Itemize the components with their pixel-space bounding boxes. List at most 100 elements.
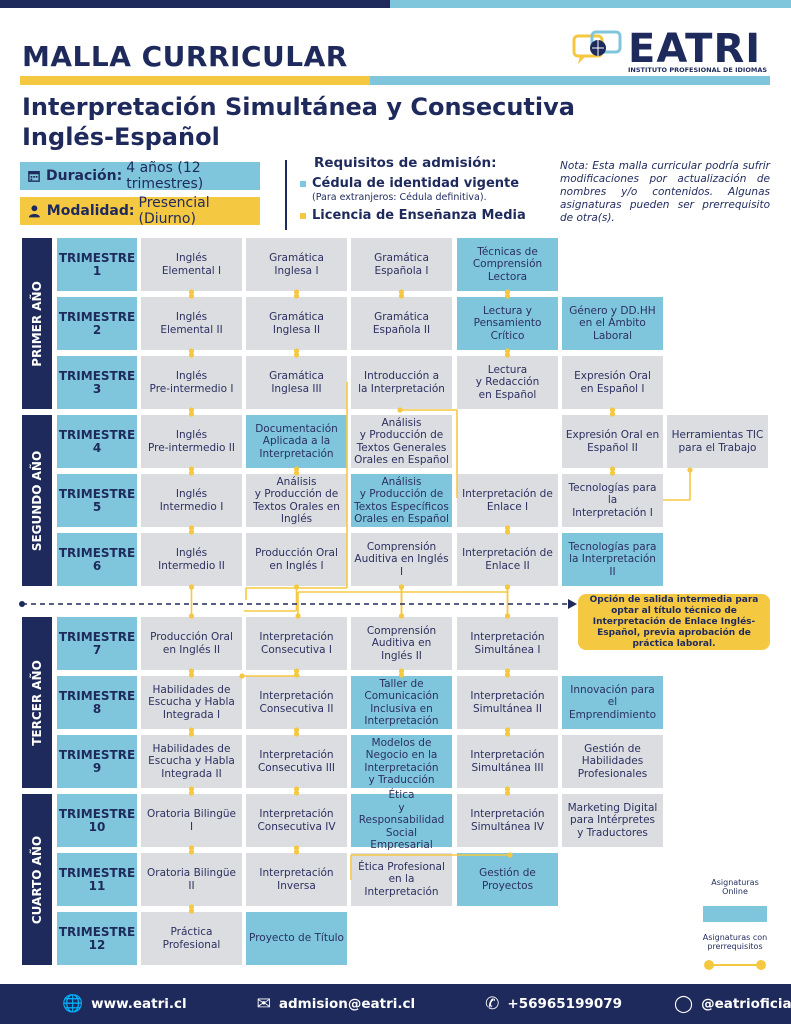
prerequisite-dot xyxy=(504,529,511,535)
course-cell: Tecnologías para la Interpretación II xyxy=(562,533,663,586)
page-title: MALLA CURRICULAR xyxy=(22,40,348,73)
year-label: CUARTO AÑO xyxy=(22,794,52,965)
prerequisite-dot xyxy=(188,466,195,472)
course-cell: Oratoria Bilingüe I xyxy=(141,794,242,847)
course-cell: Interpretación Simultánea III xyxy=(457,735,558,788)
course-cell: Gestión de Habilidades Profesionales xyxy=(562,735,663,788)
course-cell: Herramientas TIC para el Trabajo xyxy=(667,415,768,468)
course-cell: Inglés Pre-intermedio I xyxy=(141,356,242,409)
course-cell: Modelos de Negocio en la Interpretación … xyxy=(351,735,452,788)
trimester-number: 3 xyxy=(92,381,102,396)
prerequisite-dot xyxy=(293,293,300,299)
footer-social-text: @eatrioficial xyxy=(701,996,791,1012)
year-label: PRIMER AÑO xyxy=(22,238,52,409)
prerequisite-dot xyxy=(507,852,513,858)
course-cell: Producción Oral en Inglés I xyxy=(246,533,347,586)
trimester-number: 6 xyxy=(92,558,102,573)
course-cell: Oratoria Bilingüe II xyxy=(141,853,242,906)
course-cell: Habilidades de Escucha y Habla Integrada… xyxy=(141,676,242,729)
year-label: SEGUNDO AÑO xyxy=(22,415,52,586)
course-cell: Inglés Pre-intermedio II xyxy=(141,415,242,468)
modality-badge: Modalidad: Presencial (Diurno) xyxy=(20,195,260,227)
footer-phone-text: +56965199079 xyxy=(507,996,623,1012)
footer-email[interactable]: ✉admision@eatri.cl xyxy=(257,994,416,1014)
course-cell: Producción Oral en Inglés II xyxy=(141,617,242,670)
trimester-word: TRIMESTRE xyxy=(58,807,136,821)
prerequisite-dot xyxy=(397,407,403,413)
footer-web[interactable]: 🌐www.eatri.cl xyxy=(62,994,187,1014)
program-title-line2: Inglés-Español xyxy=(22,123,220,151)
year-label: TERCER AÑO xyxy=(22,617,52,788)
prerequisite-dot xyxy=(398,613,405,619)
course-cell: Expresión Oral en Español II xyxy=(562,415,663,468)
requirement-item-1: Cédula de identidad vigente xyxy=(300,176,540,191)
prerequisite-dot xyxy=(293,845,300,851)
prerequisite-dot xyxy=(188,348,195,354)
legend-prereq-label: Asignaturas con prerrequisitos xyxy=(702,933,768,951)
prerequisite-dot xyxy=(504,668,511,674)
modality-value: Presencial (Diurno) xyxy=(138,195,210,227)
prerequisite-dot xyxy=(398,668,405,674)
course-cell: Introducción a la Interpretación xyxy=(351,356,452,409)
prerequisite-dot xyxy=(398,584,405,590)
envelope-icon: ✉ xyxy=(256,994,271,1014)
prerequisite-dot xyxy=(188,849,195,855)
prerequisite-dot xyxy=(188,584,195,590)
course-cell: Proyecto de Título xyxy=(246,912,347,965)
line-start-dot xyxy=(19,601,25,607)
logo-wordmark: EATRI xyxy=(628,26,762,72)
trimester-word: TRIMESTRE xyxy=(58,630,136,644)
title-underline-yellow xyxy=(20,76,370,85)
prerequisite-dot xyxy=(504,731,511,737)
course-cell: Análisis y Producción de Textos Orales e… xyxy=(246,474,347,527)
requirement-item-2: Licencia de Enseñanza Media xyxy=(300,208,540,223)
prerequisite-dot xyxy=(188,786,195,792)
prerequisite-dot xyxy=(504,525,511,531)
course-cell: Género y DD.HH en el Ámbito Laboral xyxy=(562,297,663,350)
course-cell: Práctica Profesional xyxy=(141,912,242,965)
course-cell: Tecnologías para la Interpretación I xyxy=(562,474,663,527)
logo-subtitle: INSTITUTO PROFESIONAL DE IDIOMAS xyxy=(628,66,768,74)
trimester-number: 2 xyxy=(92,322,102,337)
trimester-word: TRIMESTRE xyxy=(58,310,136,324)
prerequisite-dot xyxy=(504,348,511,354)
course-cell: Interpretación Simultánea IV xyxy=(457,794,558,847)
course-cell: Gramática Inglesa II xyxy=(246,297,347,350)
course-cell: Lectura y Redacción en Español xyxy=(457,356,558,409)
footer-phone[interactable]: ✆+56965199079 xyxy=(485,994,622,1014)
course-cell: Análisis y Producción de Textos Generale… xyxy=(351,415,452,468)
speech-bubbles-icon xyxy=(572,30,622,64)
course-cell: Interpretación Simultánea I xyxy=(457,617,558,670)
course-cell: Técnicas de Comprensión Lectora xyxy=(457,238,558,291)
trimester-number: 7 xyxy=(92,642,102,657)
prerequisite-dot xyxy=(188,613,195,619)
course-cell: Inglés Elemental I xyxy=(141,238,242,291)
title-underline-blue xyxy=(370,76,770,85)
prerequisite-dot xyxy=(293,352,300,358)
requirement-item-1-text: Cédula de identidad vigente xyxy=(312,176,520,191)
prerequisite-dot xyxy=(293,731,300,737)
trimester-word: TRIMESTRE xyxy=(58,251,136,265)
bullet-square-icon xyxy=(300,180,306,187)
course-cell: Interpretación Inversa xyxy=(246,853,347,906)
footer-social[interactable]: ◯ @eatrioficial xyxy=(674,994,791,1014)
calendar-icon xyxy=(28,171,40,182)
duration-label: Duración: xyxy=(46,168,123,184)
instagram-icon: ◯ xyxy=(674,994,694,1014)
trimester-number: 5 xyxy=(92,499,102,514)
course-cell: Interpretación de Enlace II xyxy=(457,533,558,586)
prerequisite-dot xyxy=(293,466,300,472)
prerequisite-dot xyxy=(293,786,300,792)
prerequisite-dot xyxy=(504,672,511,678)
legend-prereq-swatch xyxy=(704,960,766,970)
course-cell: Interpretación Consecutiva III xyxy=(246,735,347,788)
prerequisite-dot xyxy=(504,613,511,619)
prerequisite-dot xyxy=(188,672,195,678)
prerequisite-dot xyxy=(188,407,195,413)
